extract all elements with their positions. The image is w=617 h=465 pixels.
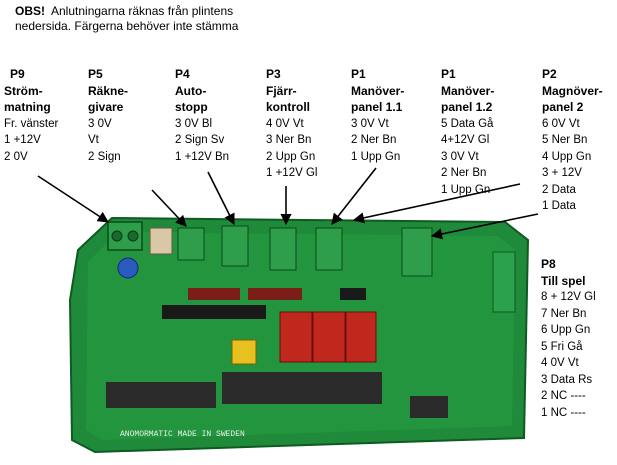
label-p2-row: 2 Data: [542, 183, 576, 196]
label-p1-1-row: 1 Upp Gn: [351, 150, 401, 163]
label-p1-2-title-1: Manöver-: [441, 83, 495, 98]
regulator: [231, 339, 257, 365]
label-p9-title-2: matning: [4, 100, 51, 114]
arrow-p1-1: [331, 167, 377, 225]
label-p8-row: 4 0V Vt: [541, 357, 579, 369]
ic-chip: [410, 396, 448, 418]
label-p9: P9 Ström- matning Fr. vänster 1 +12V 2 0…: [4, 66, 58, 165]
label-p1-2-code: P1: [441, 67, 456, 81]
label-p9-title-1: Ström-: [4, 83, 43, 98]
label-p3-row: 3 Ner Bn: [266, 134, 312, 146]
label-p9-row: 2 0V: [4, 150, 28, 163]
label-p4-row: 1 +12V Bn: [175, 150, 230, 163]
label-p4-row: 2 Sign Sv: [175, 134, 225, 146]
label-p1-1-row: 2 Ner Bn: [351, 134, 397, 146]
label-p5-code: P5: [88, 67, 103, 81]
label-p8-row: 1 NC ----: [541, 406, 586, 419]
label-p2-row: 1 Data: [542, 200, 576, 212]
label-p3-title-2: kontroll: [266, 100, 310, 114]
label-p2-title-2: panel 2: [542, 100, 584, 114]
connector-p1-1: [315, 227, 343, 271]
label-p5-title-2: givare: [88, 100, 124, 114]
label-p1-1: P1 Manöver- panel 1.1 3 0V Vt 2 Ner Bn 1…: [351, 66, 404, 165]
label-p3-row: 4 0V Vt: [266, 117, 304, 130]
label-p1-1-code: P1: [351, 67, 366, 81]
connector-p4: [177, 227, 205, 261]
label-p1-1-row: 3 0V Vt: [351, 117, 389, 130]
label-p8-row: 8 + 12V Gl: [541, 291, 596, 303]
label-p2-row: 4 Upp Gn: [542, 150, 592, 163]
arrow-p9: [37, 175, 109, 223]
label-p1-1-title-2: panel 1.1: [351, 100, 403, 114]
label-p1-2-row: 2 Ner Bn: [441, 167, 487, 179]
label-p8-code: P8: [541, 257, 556, 271]
label-p3-row: 1 +12V Gl: [266, 167, 318, 179]
note-text: Anlutningarna räknas från plintens neder…: [15, 4, 239, 33]
board-silkscreen: ANOMORMATIC MADE IN SWEDEN: [120, 430, 245, 439]
label-p8-row: 3 Data Rs: [541, 373, 593, 386]
label-p9-code: P9: [10, 67, 25, 81]
label-p8-row: 6 Upp Gn: [541, 324, 591, 336]
ic-chip: [340, 288, 366, 300]
label-p1-2-row: 3 0V Vt: [441, 150, 479, 163]
label-p2-row: 5 Ner Bn: [542, 134, 588, 146]
connector-p5: [149, 227, 173, 255]
label-p2-row: 3 + 12V: [542, 167, 582, 179]
connector-p1-2: [401, 227, 433, 277]
relay: [345, 311, 377, 363]
resistor-pack: [188, 288, 240, 300]
label-p2: P2 Magnöver- panel 2 6 0V Vt 5 Ner Bn 4 …: [542, 66, 603, 215]
connector-header: [221, 225, 249, 267]
label-p2-title-1: Magnöver-: [542, 83, 603, 98]
label-p8-row: 2 NC ----: [541, 390, 586, 402]
label-p1-2-title-2: panel 1.2: [441, 100, 493, 114]
label-p4-title-1: Auto-: [175, 83, 207, 98]
arrow-p1-2: [352, 183, 521, 224]
arrow-p4: [207, 171, 235, 226]
capacitor: [117, 257, 139, 279]
label-p4-row: 3 0V Bl: [175, 117, 213, 130]
ic-chip: [222, 372, 382, 404]
label-p4-code: P4: [175, 67, 190, 81]
connector-p3: [269, 227, 297, 271]
arrow-p2: [430, 213, 539, 240]
label-p4-title-2: stopp: [175, 100, 208, 114]
screw-icon: [127, 230, 139, 242]
label-p5-row: 3 0V: [88, 117, 112, 130]
label-p9-row: 1 +12V: [4, 134, 41, 146]
label-p8-title-1: Till spel: [541, 273, 586, 288]
label-p4: P4 Auto- stopp 3 0V Bl 2 Sign Sv 1 +12V …: [175, 66, 229, 165]
label-p8-row: 7 Ner Bn: [541, 307, 587, 320]
label-p8: P8 Till spel 8 + 12V Gl 7 Ner Bn 6 Upp G…: [541, 256, 596, 421]
label-p5: P5 Räkne- givare 3 0V Vt 2 Sign: [88, 66, 128, 165]
note: OBS!Anlutningarna räknas från plintens n…: [15, 4, 285, 34]
label-p3-title-1: Fjärr-: [266, 83, 297, 98]
label-p8-row: 5 Fri Gå: [541, 340, 583, 353]
label-p5-title-1: Räkne-: [88, 83, 129, 98]
note-prefix: OBS!: [15, 4, 45, 18]
edge-header: [492, 251, 516, 313]
label-p1-2-row: 4+12V Gl: [441, 134, 490, 146]
label-p1-1-title-1: Manöver-: [351, 83, 405, 98]
label-p5-row: Vt: [88, 134, 99, 146]
relay: [279, 311, 313, 363]
ic-chip: [162, 305, 266, 319]
label-p1-2: P1 Manöver- panel 1.2 5 Data Gå 4+12V Gl…: [441, 66, 494, 198]
ic-chip: [106, 382, 216, 408]
label-p3-row: 2 Upp Gn: [266, 150, 316, 163]
label-p5-row: 2 Sign: [88, 150, 121, 163]
label-p1-2-row: 5 Data Gå: [441, 117, 494, 130]
relay: [312, 311, 346, 363]
label-p3-code: P3: [266, 67, 281, 81]
screw-icon: [111, 230, 123, 242]
label-p2-code: P2: [542, 67, 557, 81]
label-p3: P3 Fjärr- kontroll 4 0V Vt 3 Ner Bn 2 Up…: [266, 66, 317, 182]
resistor-pack: [248, 288, 302, 300]
label-p9-row: Fr. vänster: [4, 117, 59, 130]
arrow-p5: [151, 189, 187, 227]
label-p2-row: 6 0V Vt: [542, 117, 580, 130]
